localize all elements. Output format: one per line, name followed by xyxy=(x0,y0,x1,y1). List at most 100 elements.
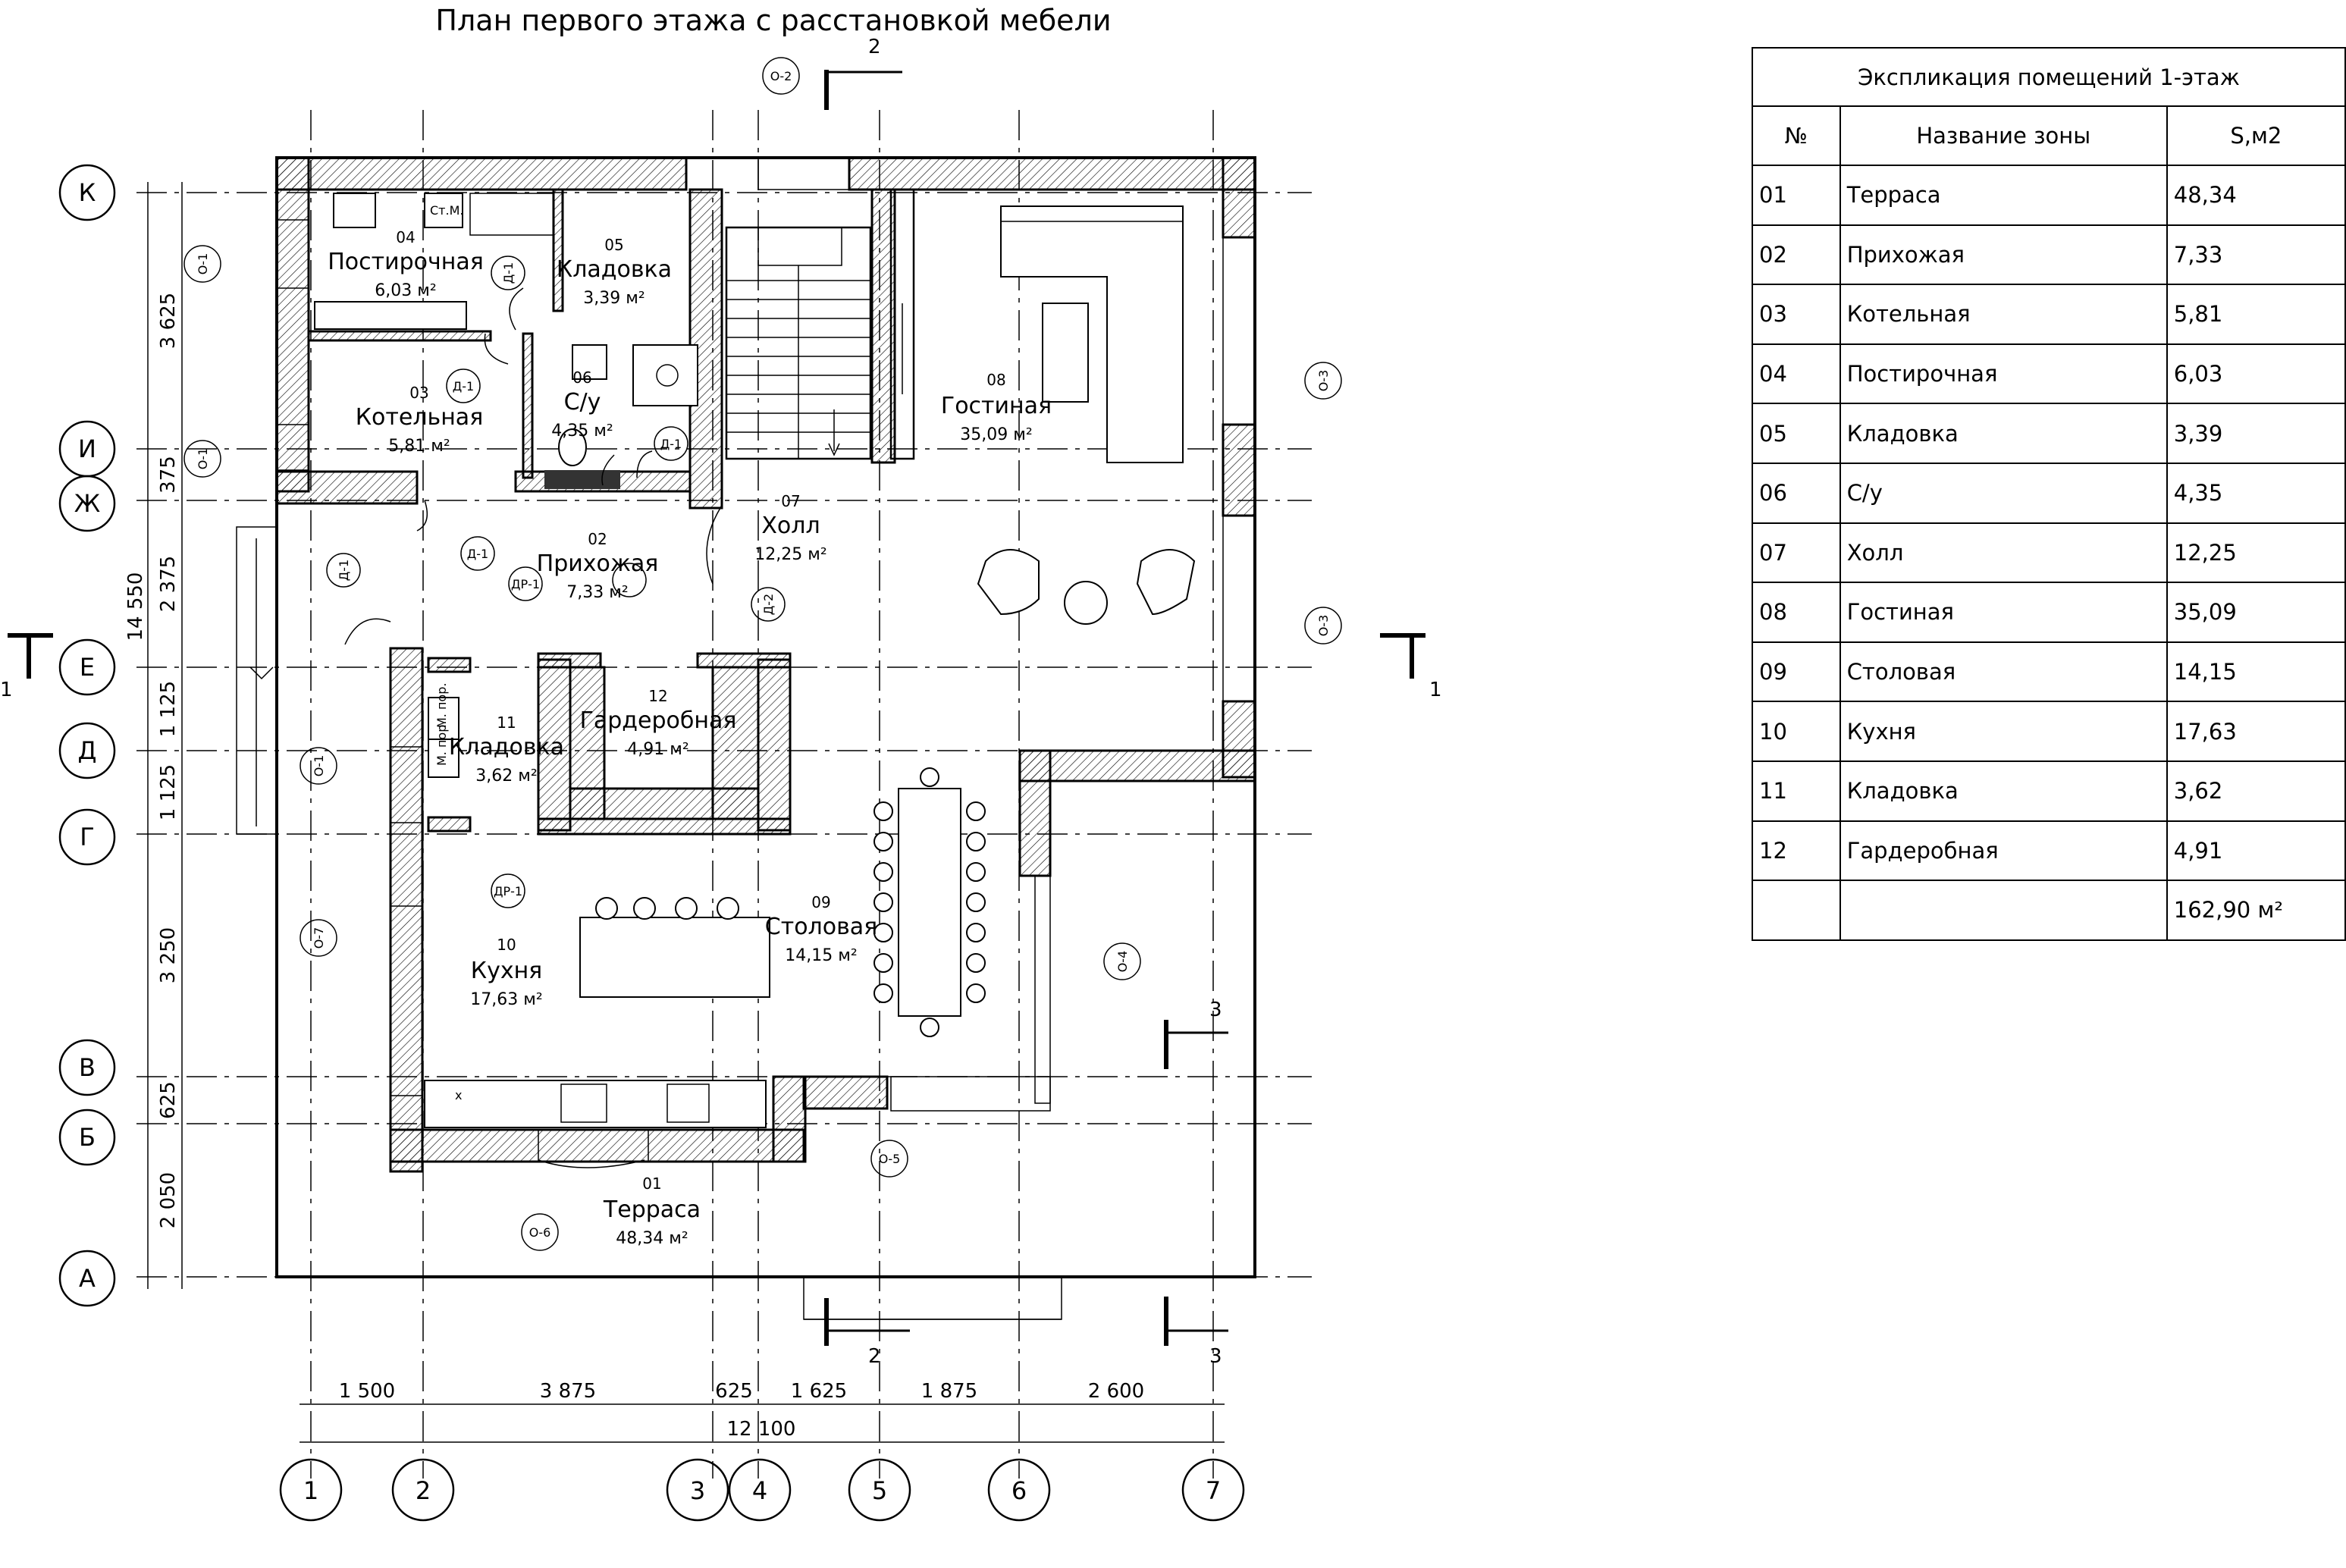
bottom-dimensions: 1 500 3 875 625 1 625 1 875 2 600 12 100 xyxy=(300,1380,1225,1443)
window-mark: О-4 xyxy=(1103,942,1141,980)
svg-text:17,63 м²: 17,63 м² xyxy=(470,990,542,1009)
svg-text:В: В xyxy=(79,1053,96,1082)
room-label-09: 09 Столовая 14,15 м² xyxy=(765,893,877,965)
total-empty-cell xyxy=(1839,880,2168,941)
section-label-2-top: 2 xyxy=(868,36,881,58)
svg-text:ДР-1: ДР-1 xyxy=(511,577,540,591)
row-area: 17,63 xyxy=(2166,701,2346,762)
row-number: 05 xyxy=(1752,403,1841,464)
row-name: Гостиная xyxy=(1839,582,2168,643)
plan-title: План первого этажа с расстановкой мебели xyxy=(435,4,1111,37)
svg-text:1 875: 1 875 xyxy=(921,1380,977,1403)
svg-text:04: 04 xyxy=(396,228,415,246)
table-row: 03 Котельная 5,81 xyxy=(1752,284,2346,345)
svg-text:12 100: 12 100 xyxy=(727,1418,796,1441)
svg-text:x: x xyxy=(455,1088,462,1102)
row-area: 6,03 xyxy=(2166,343,2346,405)
svg-text:05: 05 xyxy=(604,236,623,254)
dining-table xyxy=(873,767,986,1037)
row-area: 12,25 xyxy=(2166,522,2346,584)
row-name: Терраса xyxy=(1839,165,2168,226)
svg-text:Е: Е xyxy=(80,653,95,682)
svg-text:2 050: 2 050 xyxy=(157,1172,180,1228)
window-mark: О-3 xyxy=(1304,607,1342,644)
door-mark: ДР-1 xyxy=(491,873,525,908)
table-row: 12 Гардеробная 4,91 xyxy=(1752,820,2346,882)
svg-text:6,03 м²: 6,03 м² xyxy=(375,281,436,300)
room-label-01: 01 Терраса 48,34 м² xyxy=(603,1174,701,1248)
total-empty-cell xyxy=(1752,880,1841,941)
svg-text:12,25 м²: 12,25 м² xyxy=(754,545,826,564)
svg-text:О-4: О-4 xyxy=(1115,951,1130,973)
svg-text:1 125: 1 125 xyxy=(157,681,180,737)
row-name: Котельная xyxy=(1839,284,2168,345)
axis-bubble: И xyxy=(58,420,116,478)
svg-text:02: 02 xyxy=(588,530,607,548)
laundry-fixtures: Ст.М. xyxy=(314,193,554,330)
window-mark: О-1 xyxy=(183,245,221,283)
svg-text:Д: Д xyxy=(78,736,97,765)
svg-text:08: 08 xyxy=(986,371,1005,389)
row-number: 01 xyxy=(1752,165,1841,226)
svg-text:1 125: 1 125 xyxy=(157,764,180,820)
row-name: Столовая xyxy=(1839,641,2168,703)
room-schedule-table: Экспликация помещений 1-этаж № Название … xyxy=(1752,47,2346,941)
svg-text:3 250: 3 250 xyxy=(157,927,180,983)
walls xyxy=(275,156,1256,1173)
window-mark: О-5 xyxy=(870,1140,908,1178)
row-area: 14,15 xyxy=(2166,641,2346,703)
svg-text:48,34 м²: 48,34 м² xyxy=(616,1229,688,1248)
axis-bubble: 4 xyxy=(728,1458,792,1522)
svg-text:5: 5 xyxy=(872,1476,887,1505)
table-row: 11 Кладовка 3,62 xyxy=(1752,760,2346,822)
row-area: 7,33 xyxy=(2166,224,2346,286)
svg-text:Постирочная: Постирочная xyxy=(328,249,484,275)
room-label-04: 04 Постирочная 6,03 м² xyxy=(328,228,484,300)
table-row: 05 Кладовка 3,39 xyxy=(1752,403,2346,464)
windows xyxy=(276,157,1256,1162)
room-label-06: 06 С/у 4,35 м² xyxy=(551,368,613,441)
freezer-label-1: М. пор. xyxy=(434,721,449,766)
table-row: 06 С/у 4,35 xyxy=(1752,462,2346,524)
svg-text:ДР-1: ДР-1 xyxy=(494,884,522,898)
table-row: 04 Постирочная 6,03 xyxy=(1752,343,2346,405)
wardrobe-rails xyxy=(569,666,760,820)
row-number: 02 xyxy=(1752,224,1841,286)
svg-text:1: 1 xyxy=(303,1476,318,1505)
table-row: 08 Гостиная 35,09 xyxy=(1752,582,2346,643)
svg-text:О-1: О-1 xyxy=(312,755,326,777)
svg-text:И: И xyxy=(78,434,96,463)
axis-bubble: А xyxy=(58,1250,116,1307)
room-label-07: 07 Холл 12,25 м² xyxy=(754,492,826,564)
svg-text:Г: Г xyxy=(80,823,95,851)
svg-text:7: 7 xyxy=(1206,1476,1221,1505)
svg-text:4,91 м²: 4,91 м² xyxy=(627,740,688,759)
door-mark xyxy=(612,563,647,597)
column-header-name: Название зоны xyxy=(1839,105,2168,166)
svg-text:2 375: 2 375 xyxy=(157,556,180,612)
storage-fridges: М. пор. М. пор. xyxy=(428,683,459,778)
svg-text:10: 10 xyxy=(497,936,516,954)
svg-text:Прихожая: Прихожая xyxy=(537,550,659,577)
svg-text:14 550: 14 550 xyxy=(124,572,147,641)
svg-text:12: 12 xyxy=(648,687,667,705)
row-area: 5,81 xyxy=(2166,284,2346,345)
svg-text:Ж: Ж xyxy=(74,489,100,518)
row-area: 3,62 xyxy=(2166,760,2346,822)
axis-bubble: 5 xyxy=(848,1458,911,1522)
left-dimensions: 3 625 375 2 375 1 125 1 125 3 250 625 2 … xyxy=(124,182,183,1289)
svg-text:Д-2: Д-2 xyxy=(761,594,776,615)
row-number: 04 xyxy=(1752,343,1841,405)
svg-text:3,62 м²: 3,62 м² xyxy=(475,767,537,786)
svg-text:07: 07 xyxy=(781,492,800,510)
row-number: 06 xyxy=(1752,462,1841,524)
staircase xyxy=(725,226,872,460)
column-header-area: S,м2 xyxy=(2166,105,2346,166)
room-label-05: 05 Кладовка 3,39 м² xyxy=(557,236,672,308)
svg-text:35,09 м²: 35,09 м² xyxy=(960,425,1032,444)
svg-text:О-3: О-3 xyxy=(1316,370,1331,392)
schedule-caption: Экспликация помещений 1-этаж xyxy=(1752,47,2346,107)
svg-text:Д-1: Д-1 xyxy=(467,547,488,561)
svg-text:О-5: О-5 xyxy=(879,1152,901,1166)
window-mark: О-7 xyxy=(300,919,337,957)
